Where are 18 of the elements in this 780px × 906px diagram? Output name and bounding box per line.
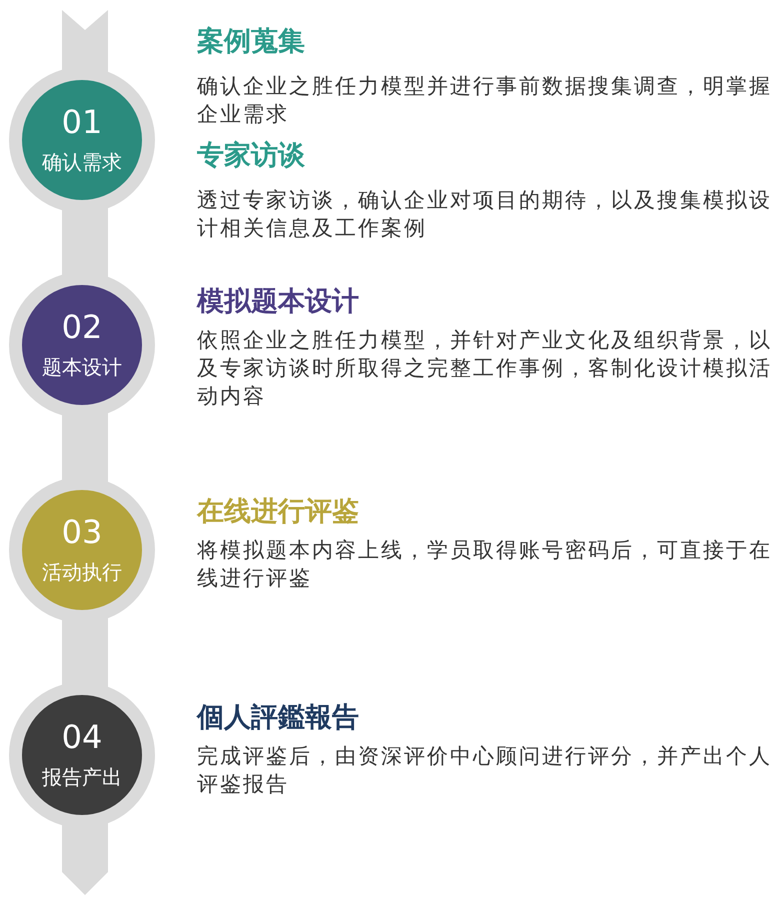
step-number: 03 (62, 515, 102, 551)
description-text: 透过专家访谈，确认企业对项目的期待，以及搜集模拟设计相关信息及工作案例 (197, 187, 773, 242)
section-heading: 案例蒐集 (197, 26, 305, 58)
section-heading: 模拟题本设计 (197, 286, 359, 318)
step-title: 确认需求 (42, 148, 122, 175)
step-number: 01 (62, 105, 102, 141)
description-text: 依照企业之胜任力模型，并针对产业文化及组织背景，以及专家访谈时所取得之完整工作事例，客制化设计模拟活动内容 (197, 327, 773, 410)
description-text: 完成评鉴后，由资深评价中心顾问进行评分，并产出个人评鉴报告 (197, 743, 773, 798)
step-title: 题本设计 (42, 354, 122, 380)
section-heading: 在线进行评鉴 (197, 496, 359, 528)
step-number: 04 (62, 720, 102, 756)
description-text: 确认企业之胜任力模型并进行事前数据搜集调查，明掌握企业需求 (197, 73, 773, 128)
step-title: 报告产出 (42, 764, 122, 790)
section-heading: 专家访谈 (197, 140, 305, 172)
section-heading: 個人評鑑報告 (197, 702, 359, 734)
step-number: 02 (62, 310, 102, 346)
step-title: 活动执行 (42, 558, 122, 585)
description-text: 将模拟题本内容上线，学员取得账号密码后，可直接于在线进行评鉴 (197, 537, 773, 592)
